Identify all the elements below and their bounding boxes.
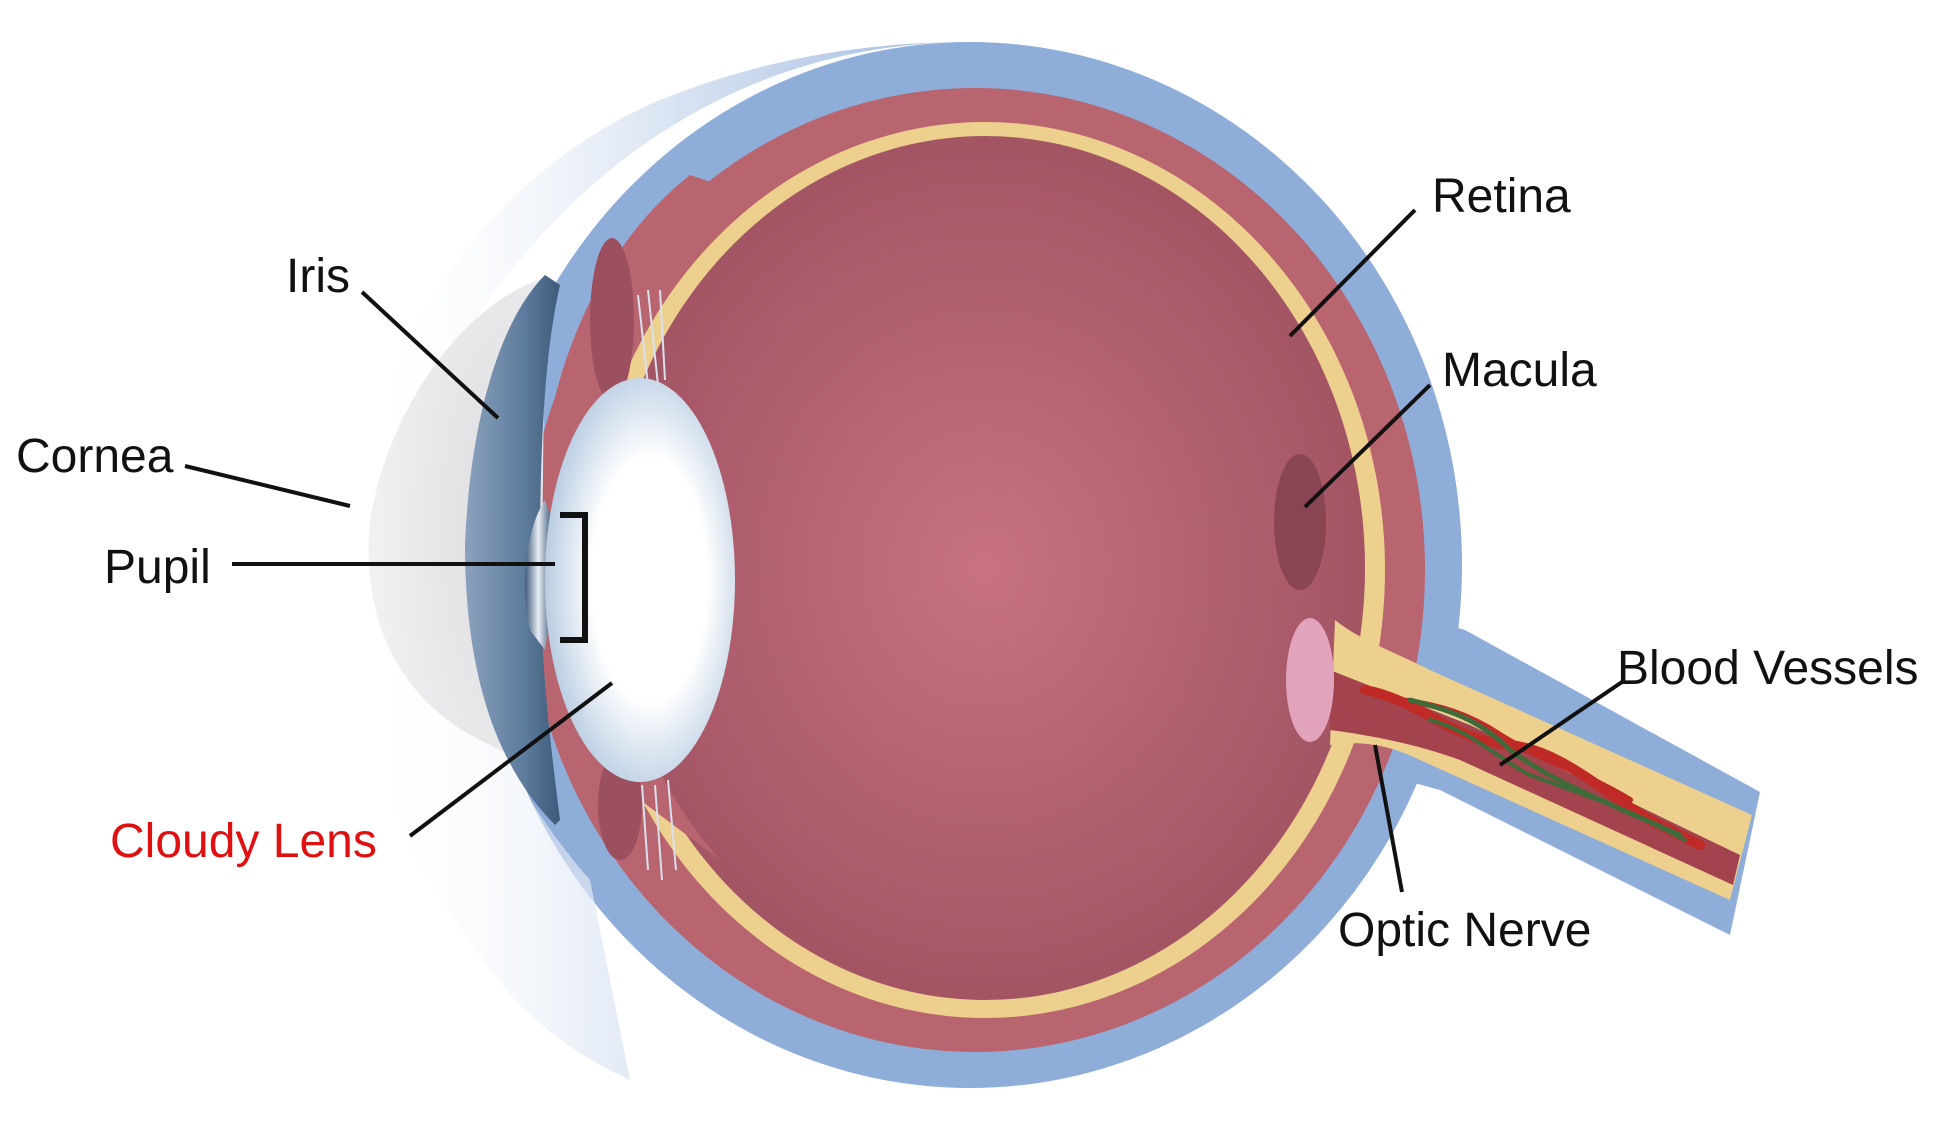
vitreous-body [605, 136, 1365, 1000]
cloudy-lens-leader-line [408, 681, 614, 838]
macula-label: Macula [1442, 344, 1597, 397]
cornea-leader-line [184, 464, 351, 508]
blood-vessels [1360, 685, 1705, 850]
blood-vessels-label: Blood Vessels [1617, 642, 1919, 695]
macula-leader-line [1303, 383, 1432, 509]
cornea-label: Cornea [16, 430, 174, 483]
iris-label: Iris [286, 250, 350, 303]
macula [1274, 454, 1326, 590]
iris [465, 275, 560, 825]
pupil-label: Pupil [104, 541, 211, 594]
cloudy-lens-label: Cloudy Lens [110, 815, 377, 868]
pupil-bracket [560, 512, 588, 643]
zonule-fibers [637, 289, 677, 881]
retina-label: Retina [1432, 170, 1571, 223]
sclera-front [364, 42, 970, 1080]
cloudy-lens [545, 378, 735, 782]
optic-nerve-label: Optic Nerve [1338, 904, 1591, 957]
iris-leader-line [360, 290, 500, 420]
ciliary-process-top [590, 238, 634, 402]
retina-leader-line [1288, 208, 1417, 338]
optic-nerve-leader-line [1373, 744, 1404, 893]
optic-disc [1286, 618, 1334, 742]
pupil [525, 500, 552, 650]
blood-vessels-leader-line [1498, 680, 1624, 767]
